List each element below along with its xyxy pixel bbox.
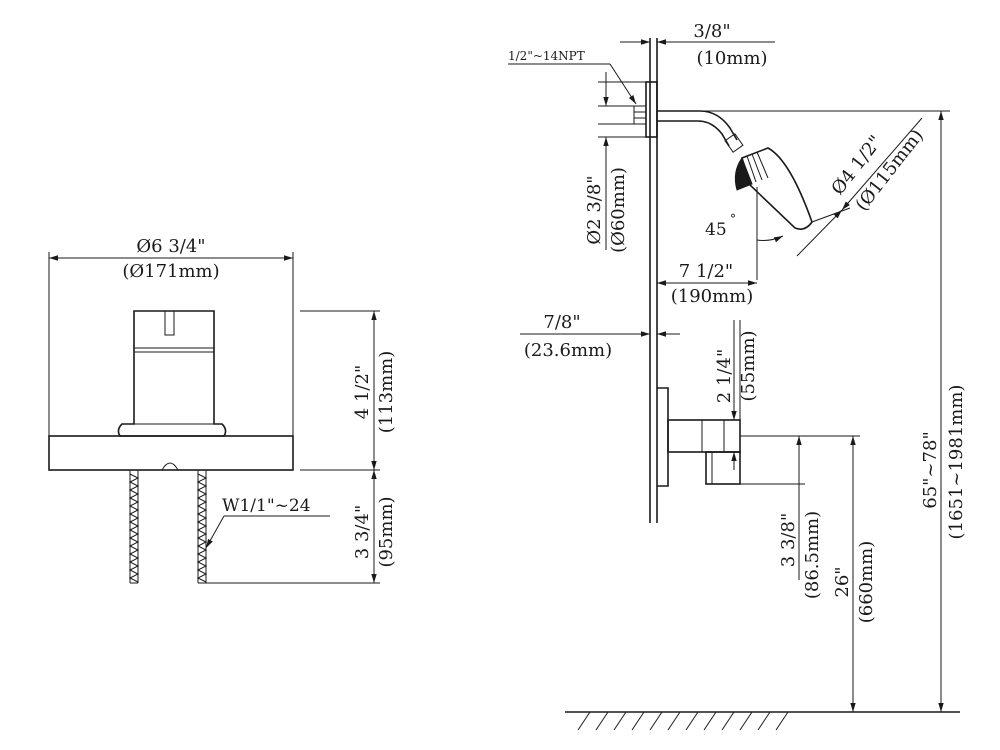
pipe-thread-label: 1/2"~14NPT xyxy=(508,49,585,63)
head-angle-degree: ° xyxy=(730,212,736,226)
arm-reach-mm: (190mm) xyxy=(671,286,754,307)
flange-diameter-in: Ø2 3/8" xyxy=(584,175,605,244)
wall-gap-mm: (10mm) xyxy=(696,48,767,69)
threaded-stud-left xyxy=(128,470,140,584)
plate-offset-in: 7/8" xyxy=(543,312,580,333)
floor-hatch xyxy=(577,711,789,731)
handle-size-mm: (55mm) xyxy=(738,330,759,401)
shower-head xyxy=(734,147,813,230)
handle-size-in: 2 1/4" xyxy=(714,349,735,403)
valve-floor-height-mm: (660mm) xyxy=(856,541,877,624)
flange-diameter-mm: (Ø60mm) xyxy=(608,167,629,253)
shower-arm xyxy=(657,110,738,141)
shower-side-view: 45 ° Ø4 1/2" (Ø115mm) 3/8" (10mm) 1/2"~1… xyxy=(508,21,967,731)
escutcheon-plate xyxy=(48,435,294,471)
stem-length-in: 3 3/4" xyxy=(352,505,373,559)
valve-floor-height-in: 26" xyxy=(832,566,853,597)
handle-slot xyxy=(164,310,175,336)
valve-height-in: 4 1/2" xyxy=(352,365,373,419)
threaded-stud-right xyxy=(196,470,208,584)
thread-spec-label: W1/1"~24 xyxy=(222,496,311,516)
arm-reach-in: 7 1/2" xyxy=(679,261,733,282)
pipe-fitting xyxy=(633,105,647,125)
stem-length-mm: (95mm) xyxy=(376,496,397,567)
valve-escutcheon-side xyxy=(657,387,669,487)
head-floor-height-in: 65"~78" xyxy=(920,431,941,508)
valve-diameter-in: Ø6 3/4" xyxy=(136,236,205,257)
wall-gap-in: 3/8" xyxy=(693,21,730,42)
spout-drop-in: 3 3/8" xyxy=(778,513,799,567)
spout-side xyxy=(705,451,741,485)
plate-offset-mm: (23.6mm) xyxy=(524,340,612,361)
head-angle: 45 xyxy=(705,220,727,240)
valve-handle xyxy=(117,310,227,437)
spout-drop-mm: (86.5mm) xyxy=(802,511,823,599)
valve-body-side xyxy=(667,419,741,453)
valve-trim-view: Ø6 3/4" (Ø171mm) 4 1/2" (113mm) 3 3/4" (… xyxy=(48,236,397,584)
head-floor-height-mm: (1651~1981mm) xyxy=(946,385,967,540)
valve-height-mm: (113mm) xyxy=(376,351,397,434)
arm-flange xyxy=(645,81,658,138)
valve-diameter-mm: (Ø171mm) xyxy=(122,261,219,282)
